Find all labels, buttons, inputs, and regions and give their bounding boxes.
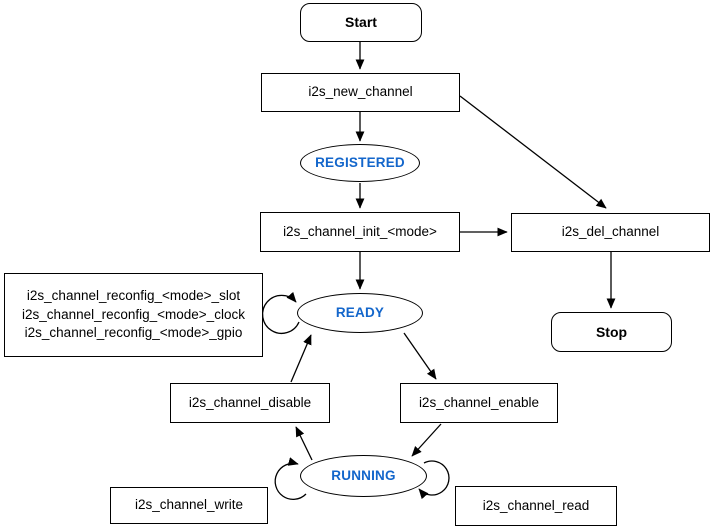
edge-running-self-loop-right	[418, 460, 450, 500]
reconfig-line-gpio: i2s_channel_reconfig_<mode>_gpio	[24, 325, 243, 341]
edge-ready-to-enable	[403, 332, 437, 380]
node-i2s-new-channel-label: i2s_new_channel	[308, 84, 413, 100]
node-i2s-channel-read: i2s_channel_read	[455, 486, 617, 526]
reconfig-line-slot: i2s_channel_reconfig_<mode>_slot	[26, 288, 241, 304]
node-i2s-channel-write-label: i2s_channel_write	[134, 497, 244, 513]
edge-enable-to-running	[411, 423, 442, 457]
edge-disable-to-ready	[290, 334, 312, 383]
node-i2s-channel-init-label: i2s_channel_init_<mode>	[283, 223, 437, 239]
node-i2s-new-channel: i2s_new_channel	[261, 73, 460, 112]
state-running-label: RUNNING	[331, 467, 396, 483]
node-i2s-del-channel: i2s_del_channel	[511, 213, 710, 252]
node-i2s-del-channel-label: i2s_del_channel	[561, 224, 660, 240]
node-i2s-channel-enable-label: i2s_channel_enable	[418, 394, 540, 410]
state-registered: REGISTERED	[300, 144, 420, 182]
node-i2s-channel-reconfig: i2s_channel_reconfig_<mode>_slot i2s_cha…	[4, 273, 263, 357]
node-i2s-channel-write: i2s_channel_write	[110, 487, 268, 524]
node-stop: Stop	[551, 312, 672, 352]
node-start-label: Start	[345, 14, 377, 31]
edge-running-to-disable	[295, 426, 313, 461]
edge-new-channel-to-del-channel	[459, 95, 607, 209]
node-start: Start	[300, 3, 422, 42]
node-i2s-channel-disable: i2s_channel_disable	[170, 383, 330, 423]
reconfig-line-clock: i2s_channel_reconfig_<mode>_clock	[22, 306, 245, 322]
node-i2s-channel-read-label: i2s_channel_read	[482, 497, 590, 513]
edge-ready-self-loop	[261, 291, 300, 335]
state-registered-label: REGISTERED	[315, 154, 405, 170]
node-stop-label: Stop	[595, 323, 628, 340]
state-ready-label: READY	[335, 304, 385, 320]
state-running: RUNNING	[300, 455, 427, 497]
node-i2s-channel-init: i2s_channel_init_<mode>	[260, 212, 460, 252]
node-i2s-channel-disable-label: i2s_channel_disable	[188, 394, 312, 410]
node-i2s-channel-enable: i2s_channel_enable	[400, 383, 558, 423]
edge-running-self-loop-left	[274, 457, 307, 500]
state-ready: READY	[297, 293, 423, 333]
